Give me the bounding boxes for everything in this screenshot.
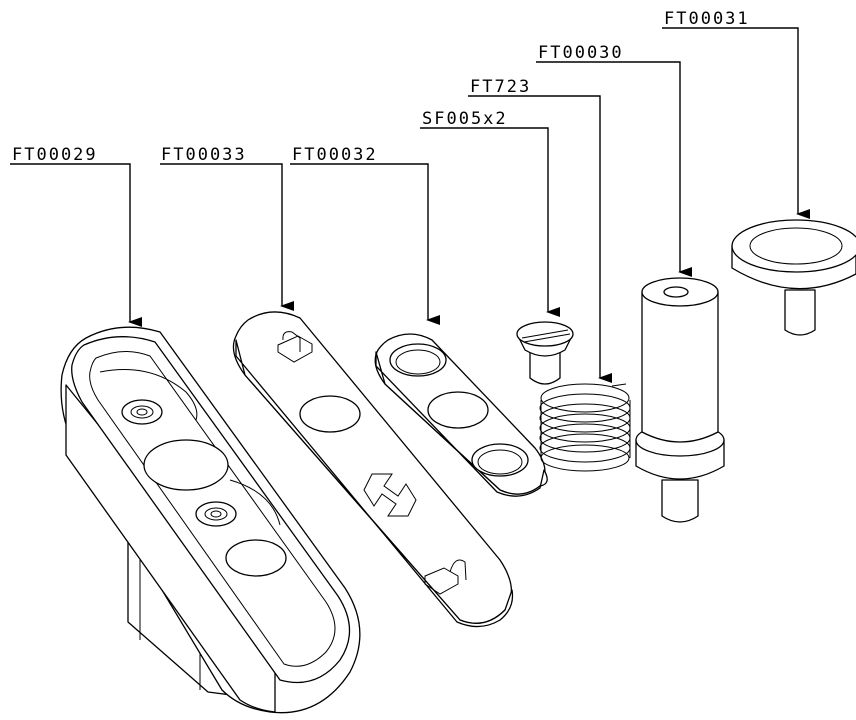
callout-ft00032: FT00032 [290,145,440,325]
part-plate-ft00033 [232,311,514,628]
part-cap [731,219,856,336]
callout-ft723: FT723 [468,77,612,383]
callout-sf005: SF005x2 [420,109,560,317]
callout-label-sf005: SF005x2 [422,109,508,129]
callout-label-ft00030: FT00030 [538,43,624,63]
part-spring [539,383,631,472]
callout-label-ft723: FT723 [470,77,531,97]
part-housing [60,326,361,714]
part-screw [516,321,574,385]
callout-ft00031: FT00031 [662,9,810,219]
callout-ft00033: FT00033 [160,145,294,311]
callout-label-ft00029: FT00029 [12,145,98,165]
callout-label-ft00031: FT00031 [664,9,750,29]
callout-ft00030: FT00030 [536,43,692,277]
part-shaft [635,277,725,523]
callout-label-ft00032: FT00032 [292,145,378,165]
part-plate-ft00032 [374,333,548,497]
callout-label-ft00033: FT00033 [161,145,247,165]
callout-ft00029: FT00029 [10,145,142,327]
